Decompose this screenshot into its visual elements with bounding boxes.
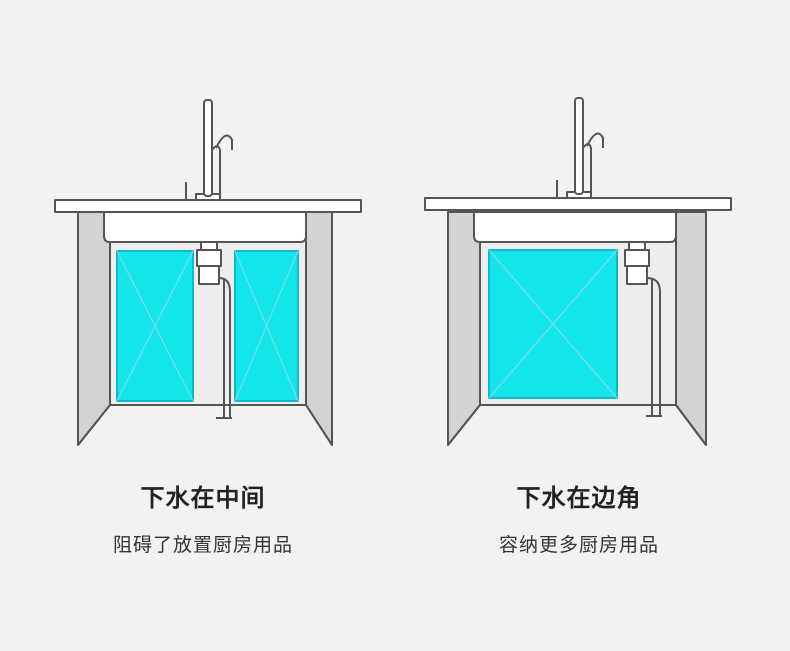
storage-space-full: [488, 249, 618, 399]
faucet-icon: [556, 97, 604, 199]
right-caption-subtitle: 容纳更多厨房用品: [498, 534, 659, 556]
left-caption-title: 下水在中间: [140, 484, 266, 512]
sink-basin: [103, 211, 307, 243]
drain-pipe-center: [196, 241, 232, 419]
right-caption-title: 下水在边角: [516, 484, 642, 512]
drain-pipe-edge: [624, 241, 662, 417]
countertop: [424, 197, 732, 211]
sink-basin: [473, 211, 677, 243]
left-caption-subtitle: 阻碍了放置厨房用品: [112, 534, 293, 556]
faucet-icon: [185, 99, 233, 201]
storage-space-right-of-drain: [234, 250, 299, 402]
storage-space-left-of-drain: [116, 250, 194, 402]
